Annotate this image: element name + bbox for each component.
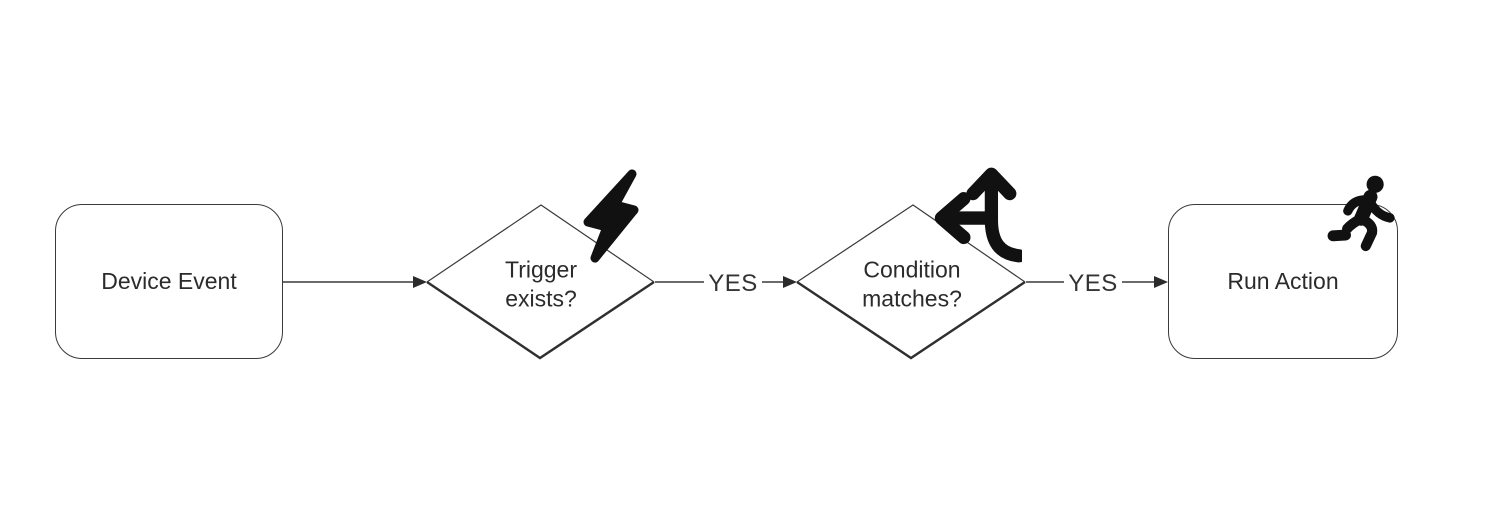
node-trigger-exists-label: Trigger exists?	[505, 256, 577, 311]
split-arrows-icon	[934, 167, 1022, 263]
edge-device-event-to-trigger-exists	[283, 276, 427, 288]
edge-trigger-exists-to-condition-matches	[655, 276, 797, 288]
node-run-action: Run Action	[1168, 204, 1398, 359]
edge-condition-matches-to-run-action	[1026, 276, 1168, 288]
arrowhead-icon	[413, 276, 427, 288]
node-device-event-label: Device Event	[101, 268, 237, 294]
arrowhead-icon	[1154, 276, 1168, 288]
diamond-bottom-edges	[426, 281, 655, 360]
diamond-top-edges	[426, 204, 655, 283]
lightning-bolt-icon	[583, 169, 639, 263]
node-run-action-label: Run Action	[1227, 268, 1339, 294]
lightning-bolt-shape	[583, 169, 639, 263]
split-arrows-shape	[934, 167, 1022, 263]
diamond-top-edges	[796, 204, 1026, 283]
node-device-event: Device Event	[55, 204, 283, 359]
diamond-bottom-edges	[796, 281, 1026, 360]
edge-label-yes-2: YES	[1068, 270, 1118, 297]
diamond-trigger-exists	[426, 204, 655, 360]
diamond-condition-matches	[796, 204, 1026, 360]
running-person-shape	[1327, 175, 1395, 252]
running-person-icon	[1327, 175, 1395, 252]
arrowhead-icon	[783, 276, 797, 288]
node-condition-matches-label: Condition matches?	[862, 256, 962, 311]
edge-label-yes-1: YES	[708, 270, 758, 297]
